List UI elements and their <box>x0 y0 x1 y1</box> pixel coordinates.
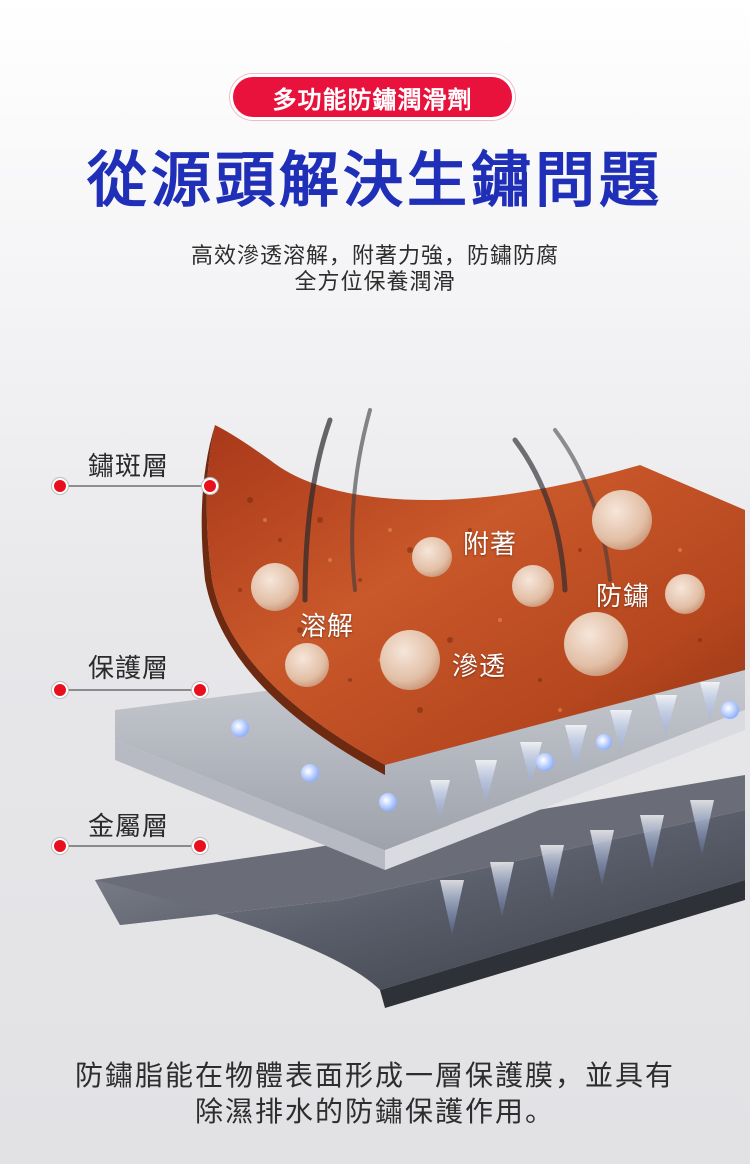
dissolve-label: 溶解 <box>300 612 355 642</box>
footer-line-2: 除濕排水的防鏽保護作用。 <box>194 1095 555 1128</box>
rust-layer-right-marker <box>202 478 218 494</box>
subtitle-line-1: 高效滲透溶解，附著力強，防鏽防腐 <box>190 244 559 269</box>
metal-layer-label: 金屬層 <box>88 812 170 842</box>
rust-layer-label: 鏽斑層 <box>88 452 170 482</box>
penetrate-label: 滲透 <box>452 652 507 682</box>
protect-layer-left-marker <box>52 682 68 698</box>
protect-layer-right-marker <box>192 682 208 698</box>
spray-streaks <box>302 408 612 603</box>
adhere-label: 附著 <box>463 530 518 560</box>
layer-diagram: 鏽斑層 保護層 金屬層 溶解 附著 滲透 防鏽 <box>0 380 750 1040</box>
water-droplets <box>231 701 739 811</box>
drain-arrows <box>430 682 720 935</box>
metal-layer-right-marker <box>192 838 208 854</box>
footer-line-1: 防鏽脂能在物體表面形成一層保護膜，並具有 <box>74 1059 675 1092</box>
protect-layer-label: 保護層 <box>88 654 170 684</box>
effect-bubbles <box>251 490 705 690</box>
rust-layer-left-marker <box>52 478 68 494</box>
metal-layer-left-marker <box>52 838 68 854</box>
subtitle-line-2: 全方位保養潤滑 <box>294 270 456 295</box>
antirust-label: 防鏽 <box>596 582 651 612</box>
layer-illustration <box>60 408 745 1008</box>
product-badge: 多功能防鏽潤滑劑 <box>230 74 515 120</box>
page-title: 從源頭解決生鏽問題 <box>87 146 663 216</box>
